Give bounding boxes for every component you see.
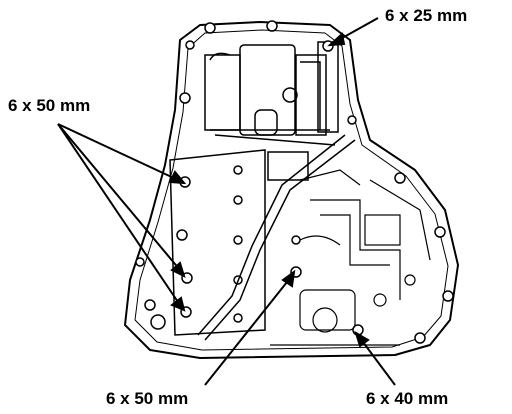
upper-mechanism: [204, 41, 339, 146]
right-passages: [270, 169, 431, 346]
rim-bolt-holes: [135, 20, 454, 344]
callout-6x50-bottom: 6 x 50 mm: [106, 389, 189, 408]
gasket-passage: [197, 134, 356, 341]
callout-6x50-left: 6 x 50 mm: [8, 96, 91, 115]
leader-lines: [57, 17, 396, 386]
callout-6x25: 6 x 25 mm: [385, 6, 468, 25]
callout-6x40: 6 x 40 mm: [366, 389, 449, 408]
housing-outline: [124, 21, 459, 359]
